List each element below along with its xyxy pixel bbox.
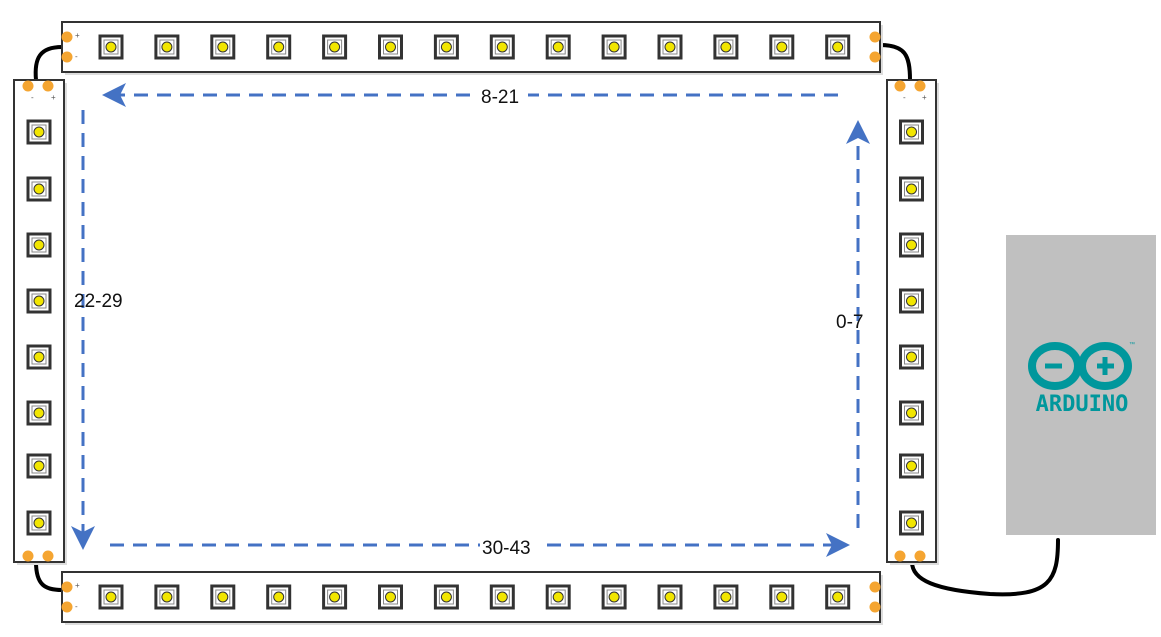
label-segment-0-7: 0-7 xyxy=(836,312,863,333)
solder-pad xyxy=(869,31,881,43)
solder-pad xyxy=(42,80,54,92)
led xyxy=(98,584,124,610)
led-strips: + - - + + - - + xyxy=(13,21,939,625)
led-strip-top xyxy=(61,21,883,75)
led xyxy=(657,34,683,60)
led-strip-left xyxy=(13,79,67,565)
arduino-logo-icon xyxy=(1028,342,1132,390)
led xyxy=(266,34,292,60)
solder-pad xyxy=(61,31,73,43)
led xyxy=(26,453,52,479)
pad-mark-minus: - xyxy=(903,93,906,102)
led xyxy=(26,119,52,145)
label-segment-30-43: 30-43 xyxy=(482,538,531,559)
solder-pad xyxy=(22,550,34,562)
arduino-logo-text: ARDUINO xyxy=(1036,392,1129,417)
led xyxy=(26,400,52,426)
solder-pad xyxy=(42,550,54,562)
led xyxy=(601,34,627,60)
led xyxy=(26,176,52,202)
led xyxy=(322,584,348,610)
index-arrows xyxy=(71,83,870,557)
led xyxy=(899,510,924,536)
pad-mark-minus: - xyxy=(31,93,34,102)
solder-pad xyxy=(22,80,34,92)
solder-pad xyxy=(61,51,73,63)
arduino-board: ™ ARDUINO xyxy=(1006,235,1156,535)
pad-mark-plus: + xyxy=(922,93,927,102)
wire-top-left xyxy=(33,45,64,82)
led xyxy=(322,34,348,60)
led xyxy=(545,34,571,60)
led xyxy=(154,34,180,60)
pad-mark-plus: + xyxy=(75,581,80,590)
led xyxy=(378,584,403,610)
led xyxy=(899,176,924,202)
wire-top-right xyxy=(878,43,912,82)
led xyxy=(489,584,515,610)
led xyxy=(266,584,292,610)
led xyxy=(210,34,236,60)
led xyxy=(899,453,924,479)
led xyxy=(489,34,515,60)
led xyxy=(433,34,459,60)
pad-mark-plus: + xyxy=(51,93,56,102)
led xyxy=(657,584,683,610)
wire-right-to-arduino xyxy=(910,538,1060,597)
led-strip-bottom xyxy=(61,571,883,625)
solder-pad xyxy=(61,601,73,613)
solder-pad xyxy=(869,601,881,613)
led xyxy=(26,510,52,536)
led xyxy=(899,288,924,314)
solder-pad xyxy=(894,550,906,562)
led xyxy=(713,34,739,60)
label-segment-22-29: 22-29 xyxy=(74,291,123,312)
led xyxy=(545,584,571,610)
pad-mark-plus: + xyxy=(75,31,80,40)
led xyxy=(825,584,851,610)
led xyxy=(26,232,52,258)
led xyxy=(713,584,739,610)
led xyxy=(899,344,924,370)
wire-bottom-left xyxy=(34,560,64,592)
led xyxy=(899,119,924,145)
led xyxy=(98,34,124,60)
led xyxy=(26,344,52,370)
solder-pad xyxy=(869,581,881,593)
solder-pad xyxy=(914,80,926,92)
solder-pad xyxy=(894,80,906,92)
label-segment-8-21: 8-21 xyxy=(481,87,519,108)
solder-pad xyxy=(61,581,73,593)
solder-pad xyxy=(914,550,926,562)
pad-mark-minus: - xyxy=(75,52,78,61)
led xyxy=(210,584,236,610)
solder-pad xyxy=(869,51,881,63)
led xyxy=(825,34,851,60)
arduino-trademark: ™ xyxy=(1129,341,1135,348)
led xyxy=(378,34,403,60)
wires xyxy=(33,43,1060,597)
led xyxy=(433,584,459,610)
pad-mark-minus: - xyxy=(75,602,78,611)
led xyxy=(899,232,924,258)
led xyxy=(769,34,795,60)
led xyxy=(601,584,627,610)
arduino-board-body xyxy=(1006,235,1156,535)
led-strip-right xyxy=(886,79,939,565)
led xyxy=(154,584,180,610)
led xyxy=(899,400,924,426)
led xyxy=(769,584,795,610)
led xyxy=(26,288,52,314)
